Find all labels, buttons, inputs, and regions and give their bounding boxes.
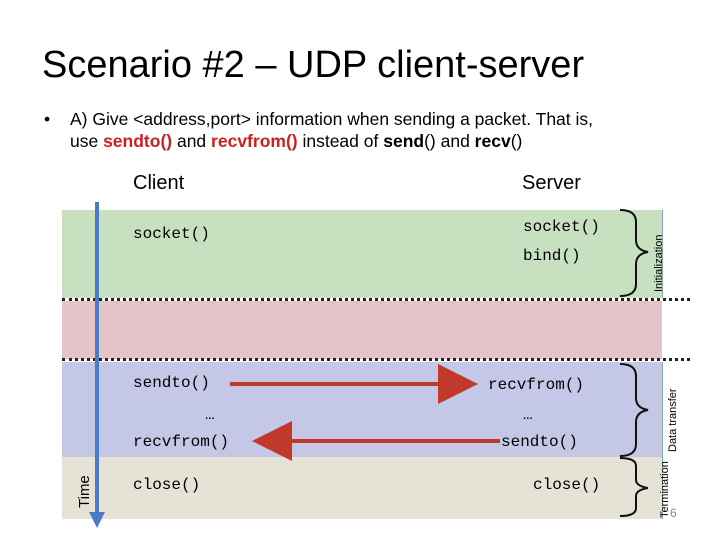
server-bind-call: bind(): [523, 247, 581, 265]
server-recvfrom-call: recvfrom(): [488, 376, 585, 394]
bullet-part: instead of: [297, 131, 384, 151]
termination-brace: [619, 457, 649, 517]
page-number: 6: [670, 506, 677, 520]
connection-band: [62, 301, 662, 359]
client-ellipsis: …: [205, 406, 215, 424]
data-transfer-label: Data transfer: [667, 388, 679, 452]
bullet-part: (): [510, 131, 523, 151]
bullet-point: • A) Give <address,port> information whe…: [44, 108, 694, 152]
data-transfer-brace: [619, 363, 649, 457]
bullet-part: and: [172, 131, 212, 151]
bullet-text: A) Give <address,port> information when …: [70, 108, 694, 152]
server-header: Server: [522, 172, 581, 194]
initialization-label: Initialization: [653, 234, 665, 292]
initialization-brace: [619, 209, 649, 297]
sendto-highlight: sendto(): [103, 131, 173, 151]
client-sendto-call: sendto(): [133, 374, 210, 392]
phase-separator: [62, 298, 690, 301]
client-socket-call: socket(): [133, 225, 210, 243]
bullet-line-1: A) Give <address,port> information when …: [70, 109, 594, 129]
send-keyword: send: [383, 131, 425, 151]
client-header: Client: [133, 172, 185, 194]
phase-separator: [62, 358, 690, 361]
recv-keyword: recv: [474, 131, 511, 151]
client-recvfrom-call: recvfrom(): [133, 433, 230, 451]
server-socket-call: socket(): [523, 218, 600, 236]
bullet-part: () and: [424, 131, 475, 151]
time-arrowhead: [89, 512, 105, 528]
slide-title: Scenario #2 – UDP client-server: [42, 44, 585, 86]
client-close-call: close(): [133, 476, 201, 494]
bullet-dot: •: [44, 109, 51, 129]
time-label: Time: [76, 475, 93, 508]
termination-band: [62, 457, 663, 519]
recvfrom-highlight: recvfrom(): [211, 131, 298, 151]
bullet-part: use: [70, 131, 104, 151]
server-sendto-call: sendto(): [501, 433, 578, 451]
server-close-call: close(): [533, 476, 601, 494]
server-ellipsis: …: [523, 406, 533, 424]
initialization-band: [62, 210, 663, 298]
